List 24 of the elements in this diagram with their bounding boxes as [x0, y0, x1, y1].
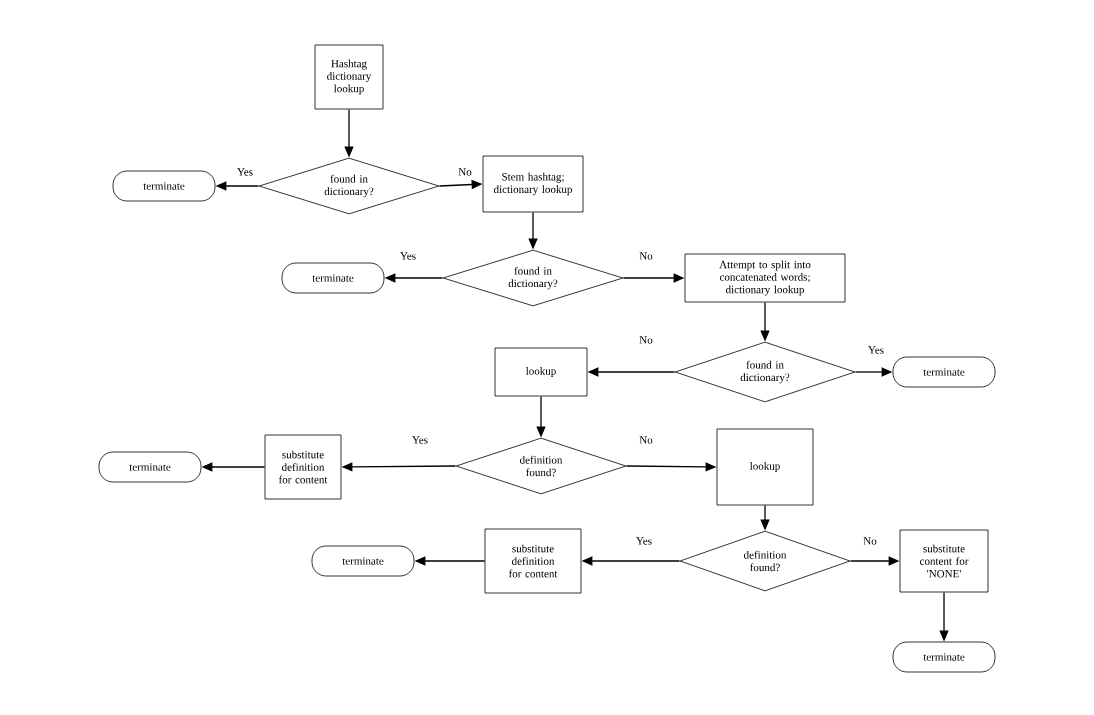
terminator: terminate [98, 451, 202, 483]
edge-label: No [862, 536, 878, 546]
terminator: terminate [112, 170, 216, 202]
process-box: Hashtag dictionary lookup [314, 44, 384, 110]
terminator: terminate [892, 356, 996, 388]
process-box: substitute definition for content [484, 528, 582, 594]
edge-label: No [457, 167, 473, 177]
process-box: substitute definition for content [264, 434, 342, 500]
edge-label: No [638, 335, 654, 345]
process-box: substitute content for 'NONE' [899, 529, 989, 593]
process-box: lookup [494, 347, 588, 397]
terminator: terminate [311, 545, 415, 577]
edge-label: No [638, 251, 654, 261]
process-box: lookup [716, 428, 814, 506]
edge-label: Yes [411, 435, 429, 445]
process-box: Attempt to split into concatenated words; dictionary lookup [684, 253, 846, 303]
process-box: Stem hashtag; dictionary lookup [482, 155, 584, 213]
edge-label: Yes [399, 251, 417, 261]
terminator: terminate [281, 262, 385, 294]
edge-label: Yes [635, 536, 653, 546]
edge-label: Yes [236, 167, 254, 177]
terminator: terminate [892, 641, 996, 673]
edge-label: No [638, 435, 654, 445]
edge-label: Yes [867, 345, 885, 355]
